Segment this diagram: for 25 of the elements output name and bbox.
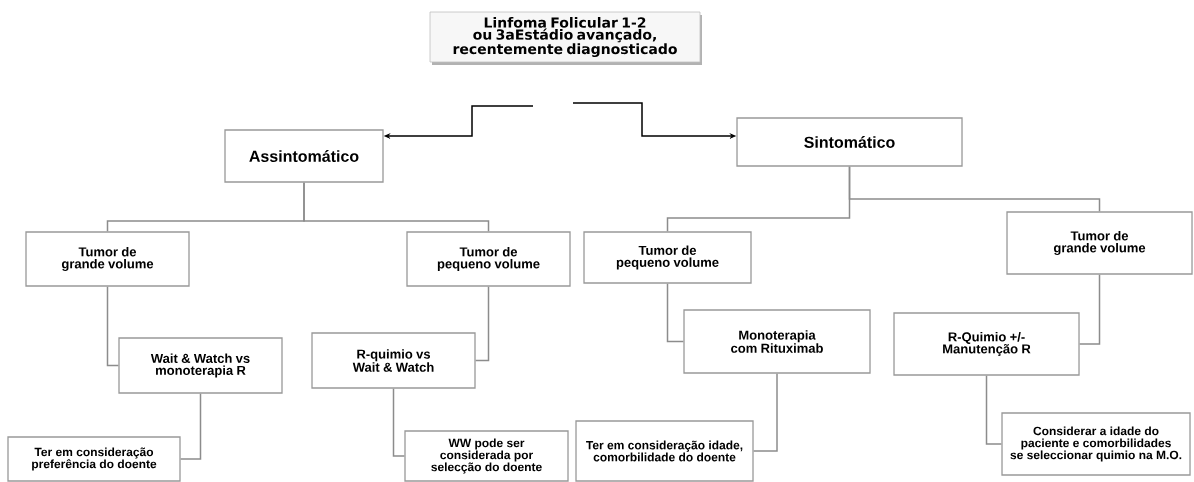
- process-box: Assintomático: [224, 129, 384, 183]
- connector-line: [474, 285, 490, 362]
- process-box: Considerar a idade do paciente e comorbilidades se seleccionar quimio na M.O.: [1001, 412, 1191, 476]
- connector-line: [985, 374, 1003, 445]
- connector-line: [666, 282, 685, 343]
- process-box: Ter em consideração idade, comorbilidade do doente: [575, 420, 754, 482]
- process-box: Ter em consideração preferência do doente: [7, 436, 181, 482]
- process-box: WW pode ser considerada por selecção do doente: [404, 430, 569, 482]
- title-box: Linfoma Folicular 1-2 ou 3aEstádio avançado, recentemente diagnosticado: [429, 11, 702, 65]
- process-box: Tumor de grande volume: [25, 231, 190, 287]
- connector-line: [752, 372, 778, 452]
- connector-line: [106, 285, 120, 367]
- process-box: Sintomático: [736, 117, 963, 167]
- process-box: R-quimio vs Wait & Watch: [311, 332, 476, 389]
- process-box: Tumor de pequeno volume: [583, 231, 752, 284]
- process-box: Tumor de grande volume: [1006, 211, 1193, 275]
- connector-line: [848, 165, 1101, 213]
- process-box: Wait & Watch vs monoterapia R: [118, 337, 283, 394]
- connector-line: [179, 392, 202, 460]
- connector-line: [1078, 273, 1101, 345]
- connector-line: [303, 181, 490, 233]
- process-box: Monoterapia com Rituximab: [683, 309, 871, 374]
- process-box: R-Quimio +/- Manutenção R: [893, 312, 1080, 376]
- process-box: Tumor de pequeno volume: [406, 231, 571, 287]
- connector-line: [392, 387, 406, 457]
